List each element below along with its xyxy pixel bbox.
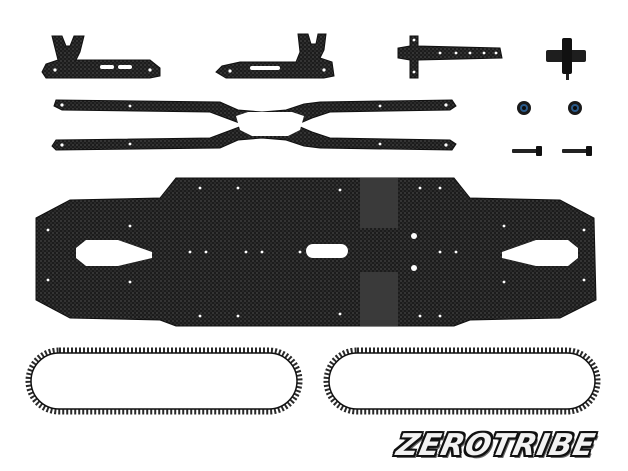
- belt-right: [323, 347, 601, 415]
- steering-plate: [397, 35, 503, 79]
- main-chassis: [35, 177, 597, 327]
- belt-left: [25, 347, 303, 415]
- bulkhead-left: [41, 35, 161, 79]
- bearing-left: [517, 101, 531, 115]
- spool-shaft: [546, 38, 586, 80]
- bearing-right: [568, 101, 582, 115]
- screw-left: [512, 146, 542, 156]
- brand-logo-text: ZEROTRIBE: [393, 427, 599, 463]
- bulkhead-right: [215, 33, 335, 79]
- top-deck: [51, 99, 457, 151]
- brand-logo: ZEROTRIBE: [372, 424, 620, 466]
- screw-right: [562, 146, 592, 156]
